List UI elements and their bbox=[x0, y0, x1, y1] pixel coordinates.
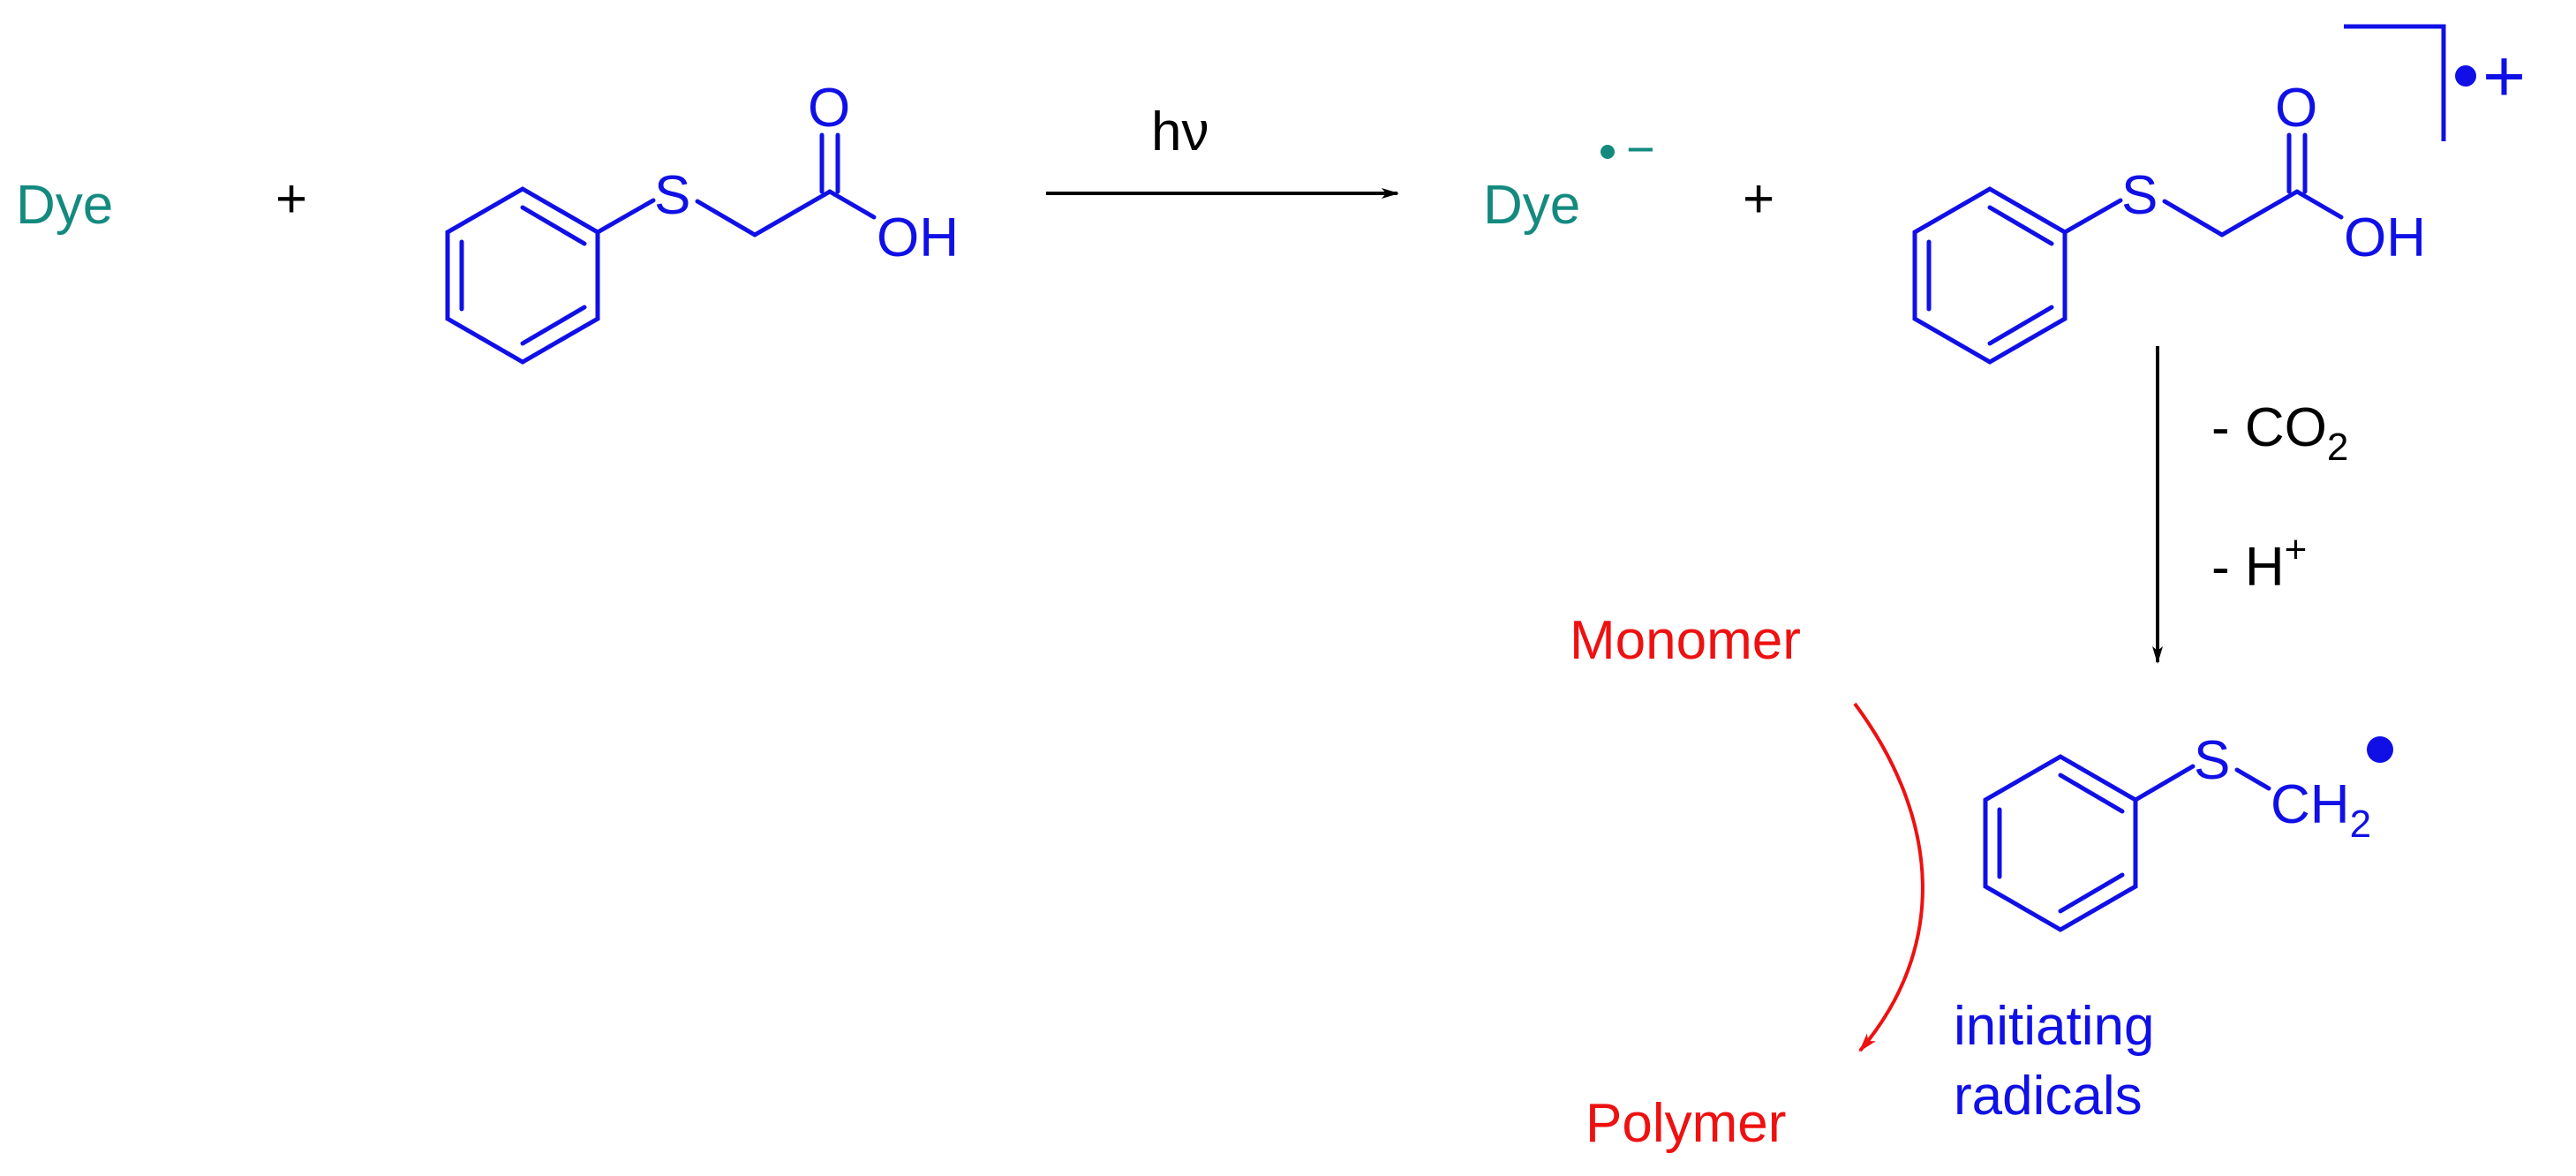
dye-reactant-label: Dye bbox=[16, 175, 113, 236]
radical-cation-positive-charge: + bbox=[2482, 34, 2526, 117]
polymer-label: Polymer bbox=[1586, 1093, 1786, 1154]
radical-cation-dot bbox=[2455, 65, 2476, 87]
aromatic-double-bond bbox=[520, 205, 587, 246]
phenylthioacetic-acid-reactant bbox=[445, 132, 877, 365]
dye-negative-charge: − bbox=[1626, 121, 1655, 177]
loss-of-proton-label: - H+ bbox=[2211, 528, 2307, 598]
bond-sulfur-ch2 bbox=[2162, 199, 2225, 237]
bond-carbonyl-hydroxyl bbox=[827, 189, 877, 220]
hydroxyl-label: OH bbox=[2344, 207, 2426, 268]
aromatic-double-bond bbox=[2058, 773, 2125, 814]
bond-sulfur-ch2 bbox=[2234, 767, 2271, 791]
loss-of-proton-text: - H bbox=[2211, 537, 2285, 598]
polymerization-arrow bbox=[1853, 702, 1924, 1052]
sulfur-atom-label: S bbox=[654, 165, 690, 226]
plus-sign-reactants: + bbox=[275, 169, 307, 230]
bond-ch2-carbonyl bbox=[752, 189, 832, 237]
aromatic-double-bond bbox=[1987, 205, 2054, 246]
bond-ring-sulfur bbox=[2133, 764, 2196, 803]
plus-sign-products: + bbox=[1743, 169, 1774, 230]
aromatic-double-bond bbox=[2058, 872, 2125, 914]
aromatic-double-bond bbox=[1987, 305, 2054, 346]
monomer-label: Monomer bbox=[1570, 610, 1801, 671]
bond-ch2-carbonyl bbox=[2219, 189, 2300, 237]
carbonyl-oxygen-label: O bbox=[2275, 78, 2317, 139]
acid-radical-cation bbox=[1912, 132, 2344, 365]
hydroxyl-label: OH bbox=[877, 207, 959, 268]
carbonyl-oxygen-label: O bbox=[808, 78, 850, 139]
dye-radical-anion-label: Dye bbox=[1483, 175, 1580, 236]
initiating-radicals-caption-line2: radicals bbox=[1954, 1066, 2143, 1127]
light-hv-label: hν bbox=[1151, 102, 1209, 162]
initiating-radicals-caption-line1: initiating bbox=[1954, 996, 2154, 1057]
benzene-ring bbox=[445, 186, 600, 365]
benzene-ring bbox=[1912, 186, 2068, 365]
bond-ring-sulfur bbox=[2062, 198, 2123, 235]
bond-ring-sulfur bbox=[595, 198, 656, 235]
carbon-radical-dot bbox=[2367, 736, 2393, 763]
ch2-label: CH2 bbox=[2271, 774, 2371, 846]
sulfur-atom-label: S bbox=[2194, 730, 2230, 791]
loss-of-co2-label: - CO2 bbox=[2211, 397, 2348, 469]
benzene-ring bbox=[1983, 754, 2138, 932]
proton-charge-superscript: + bbox=[2285, 528, 2308, 571]
phenylthiomethyl-radical bbox=[1983, 754, 2271, 932]
co2-subscript: 2 bbox=[2327, 426, 2348, 469]
bond-sulfur-ch2 bbox=[695, 199, 757, 237]
ch2-subscript: 2 bbox=[2350, 803, 2371, 846]
aromatic-double-bond bbox=[520, 305, 587, 346]
sulfur-atom-label: S bbox=[2121, 165, 2158, 226]
ch2-text: CH bbox=[2271, 774, 2350, 835]
bond-carbonyl-hydroxyl bbox=[2294, 189, 2344, 220]
dye-radical-dot bbox=[1601, 145, 1615, 159]
radical-cation-bracket bbox=[2344, 24, 2446, 141]
loss-of-co2-text: - CO bbox=[2211, 397, 2327, 458]
